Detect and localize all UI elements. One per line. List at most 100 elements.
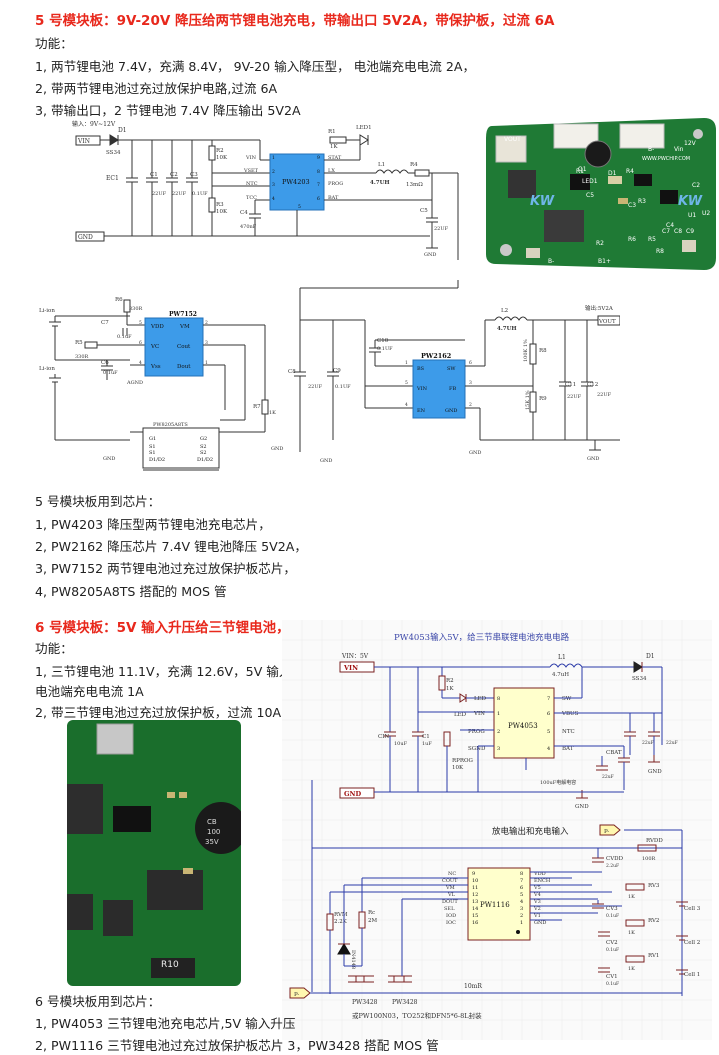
m5-photo-silk-vout: VOUT <box>504 136 521 143</box>
svg-text:4: 4 <box>547 746 550 752</box>
m5-photo-silk-r3: R3 <box>638 198 646 205</box>
svg-text:0.1uF: 0.1uF <box>606 981 619 987</box>
m5-photo-watermark-2: KW <box>678 194 703 209</box>
svg-text:S1: S1 <box>149 444 156 450</box>
svg-text:LED1: LED1 <box>356 125 372 131</box>
svg-text:GND: GND <box>78 234 93 241</box>
svg-text:22UF: 22UF <box>567 394 582 400</box>
svg-text:LX: LX <box>328 168 335 174</box>
svg-text:5: 5 <box>139 320 142 326</box>
svg-text:EN: EN <box>417 408 426 414</box>
m5-photo-silk-vin: Vin <box>674 146 684 153</box>
svg-text:470nF: 470nF <box>240 224 257 230</box>
svg-text:VM: VM <box>445 885 455 891</box>
m5-photo-silk-q1: Q1 <box>578 166 587 173</box>
svg-text:CVDD: CVDD <box>606 856 624 862</box>
svg-text:STAT: STAT <box>328 155 342 161</box>
svg-text:0.1UF: 0.1UF <box>192 191 208 197</box>
m6-pw1116-label: PW1116 <box>480 901 510 909</box>
svg-text:EC1: EC1 <box>106 175 119 182</box>
svg-text:6: 6 <box>547 711 550 717</box>
svg-text:D1/D2: D1/D2 <box>197 457 213 463</box>
m6-photo-silk-cb: CB <box>207 818 217 826</box>
svg-text:GND: GND <box>445 408 457 414</box>
svg-text:RV1: RV1 <box>648 953 659 959</box>
svg-text:GND: GND <box>103 456 115 462</box>
svg-text:SW: SW <box>447 366 456 372</box>
m5-photo-silk-12v: 12V <box>684 140 696 147</box>
svg-text:2.2K: 2.2K <box>334 919 348 925</box>
svg-text:12: 12 <box>472 892 478 898</box>
svg-text:Cell 2: Cell 2 <box>684 940 700 946</box>
svg-text:9: 9 <box>472 871 475 877</box>
svg-text:4.7UH: 4.7UH <box>370 180 390 186</box>
svg-text:1: 1 <box>497 711 500 717</box>
svg-text:3: 3 <box>205 340 208 346</box>
svg-text:22UF: 22UF <box>172 191 187 197</box>
m6-led-icon <box>459 693 467 703</box>
svg-text:VIN: VIN <box>343 664 358 672</box>
m6-d1-diode-icon <box>633 661 643 673</box>
svg-text:AGND: AGND <box>126 380 143 386</box>
svg-text:Li-ion: Li-ion <box>39 366 55 372</box>
m6-schematic-title: PW4053输入5V，给三节串联锂电池充电电路 <box>394 632 570 643</box>
svg-text:GND: GND <box>344 790 361 798</box>
m5-photo-silk-c5: C5 <box>586 192 595 199</box>
svg-text:0.1uF: 0.1uF <box>103 370 118 376</box>
svg-text:CV2: CV2 <box>606 940 618 946</box>
svg-text:VM: VM <box>179 324 190 330</box>
svg-text:15K 1%: 15K 1% <box>525 390 531 410</box>
svg-text:CV1: CV1 <box>606 974 618 980</box>
svg-text:1: 1 <box>272 155 275 161</box>
svg-text:11: 11 <box>472 885 478 891</box>
svg-text:R4: R4 <box>410 162 418 168</box>
svg-text:V4: V4 <box>533 892 541 898</box>
svg-text:C6: C6 <box>101 360 109 366</box>
svg-text:22uF: 22uF <box>666 740 678 746</box>
m6-feature-1: 1, 三节锂电池 11.1V，充满 12.6V，5V 输入 <box>35 664 292 679</box>
svg-text:CIN: CIN <box>378 734 389 740</box>
svg-text:VSET: VSET <box>243 168 259 174</box>
svg-text:COUT: COUT <box>442 878 458 884</box>
svg-text:10K: 10K <box>216 155 228 161</box>
svg-text:C9: C9 <box>333 368 341 374</box>
svg-text:C10: C10 <box>377 338 389 344</box>
svg-text:PROG: PROG <box>468 729 485 735</box>
svg-text:NTC: NTC <box>246 181 258 187</box>
svg-text:6: 6 <box>520 885 523 891</box>
svg-text:S1: S1 <box>149 450 156 456</box>
svg-text:R2: R2 <box>446 678 454 684</box>
svg-text:BS: BS <box>417 366 425 372</box>
svg-text:VDD: VDD <box>533 871 546 877</box>
svg-text:100uF电解电容: 100uF电解电容 <box>540 779 576 786</box>
svg-text:22UF: 22UF <box>152 191 167 197</box>
m6-photo-silk-100: 100 <box>207 828 221 836</box>
svg-text:GND: GND <box>271 446 283 452</box>
svg-text:13: 13 <box>472 899 478 905</box>
m5-feature-2: 2, 带两节锂电池过充过放保护电路,过流 6A <box>35 81 278 96</box>
svg-text:C11: C11 <box>565 382 576 388</box>
m6-photo-silk-35v: 35V <box>205 838 219 846</box>
m5-led1-icon <box>359 134 369 146</box>
svg-text:3: 3 <box>272 182 275 188</box>
svg-text:2: 2 <box>272 169 275 175</box>
svg-text:5: 5 <box>520 892 523 898</box>
svg-text:VDD: VDD <box>150 324 164 330</box>
m5-chips-label: 5 号模块板用到芯片： <box>35 494 161 509</box>
svg-text:9: 9 <box>317 155 320 161</box>
svg-text:10: 10 <box>472 878 478 884</box>
svg-text:P-: P- <box>294 992 299 998</box>
svg-text:SEL: SEL <box>444 906 455 912</box>
svg-text:VIN: VIN <box>473 711 485 717</box>
svg-text:0.1UF: 0.1UF <box>335 384 351 390</box>
m6-feature-1b: 电池端充电电流 1A <box>35 684 144 699</box>
svg-text:10K: 10K <box>452 765 464 771</box>
m5-pw2162-label: PW2162 <box>421 352 451 360</box>
svg-text:1: 1 <box>405 360 408 366</box>
m5-photo-silk-led1: LED1 <box>582 178 598 185</box>
svg-text:VIN：5V: VIN：5V <box>341 653 369 660</box>
svg-text:R7: R7 <box>253 404 261 410</box>
svg-text:7: 7 <box>520 878 523 884</box>
svg-text:14: 14 <box>472 906 478 912</box>
svg-text:LED: LED <box>454 712 467 718</box>
